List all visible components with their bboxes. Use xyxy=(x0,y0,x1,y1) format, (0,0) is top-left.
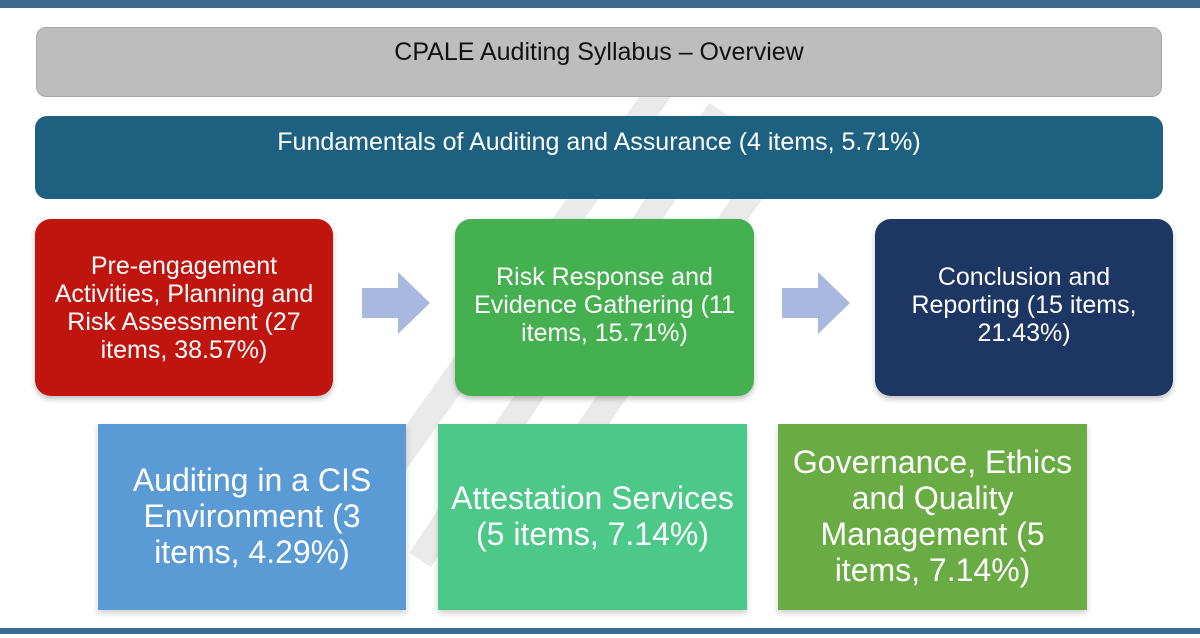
fundamentals-label: Fundamentals of Auditing and Assurance (… xyxy=(277,128,921,156)
stage-risk-response: Risk Response and Evidence Gathering (11… xyxy=(455,219,754,396)
topic-label: Attestation Services (5 items, 7.14%) xyxy=(451,480,734,552)
fundamentals-bar: Fundamentals of Auditing and Assurance (… xyxy=(35,116,1163,199)
stage-conclusion-reporting: Conclusion and Reporting (15 items, 21.4… xyxy=(875,219,1173,396)
right-arrow-icon xyxy=(362,272,430,334)
right-arrow-icon xyxy=(782,272,850,334)
stage-label: Conclusion and Reporting (15 items, 21.4… xyxy=(911,263,1137,347)
diagram-title: CPALE Auditing Syllabus – Overview xyxy=(394,38,804,66)
stage-label: Risk Response and Evidence Gathering (11… xyxy=(474,263,735,347)
top-divider xyxy=(0,0,1200,8)
topic-governance-ethics: Governance, Ethics and Quality Managemen… xyxy=(778,424,1087,610)
stage-pre-engagement: Pre-engagement Activities, Planning and … xyxy=(35,219,333,396)
stage-label: Pre-engagement Activities, Planning and … xyxy=(54,251,314,364)
topic-label: Governance, Ethics and Quality Managemen… xyxy=(792,444,1073,588)
topic-cis-environment: Auditing in a CIS Environment (3 items, … xyxy=(98,424,406,610)
bottom-divider xyxy=(0,628,1200,634)
topic-label: Auditing in a CIS Environment (3 items, … xyxy=(132,462,372,570)
diagram-title-bar: CPALE Auditing Syllabus – Overview xyxy=(36,27,1162,97)
topic-attestation-services: Attestation Services (5 items, 7.14%) xyxy=(438,424,747,610)
